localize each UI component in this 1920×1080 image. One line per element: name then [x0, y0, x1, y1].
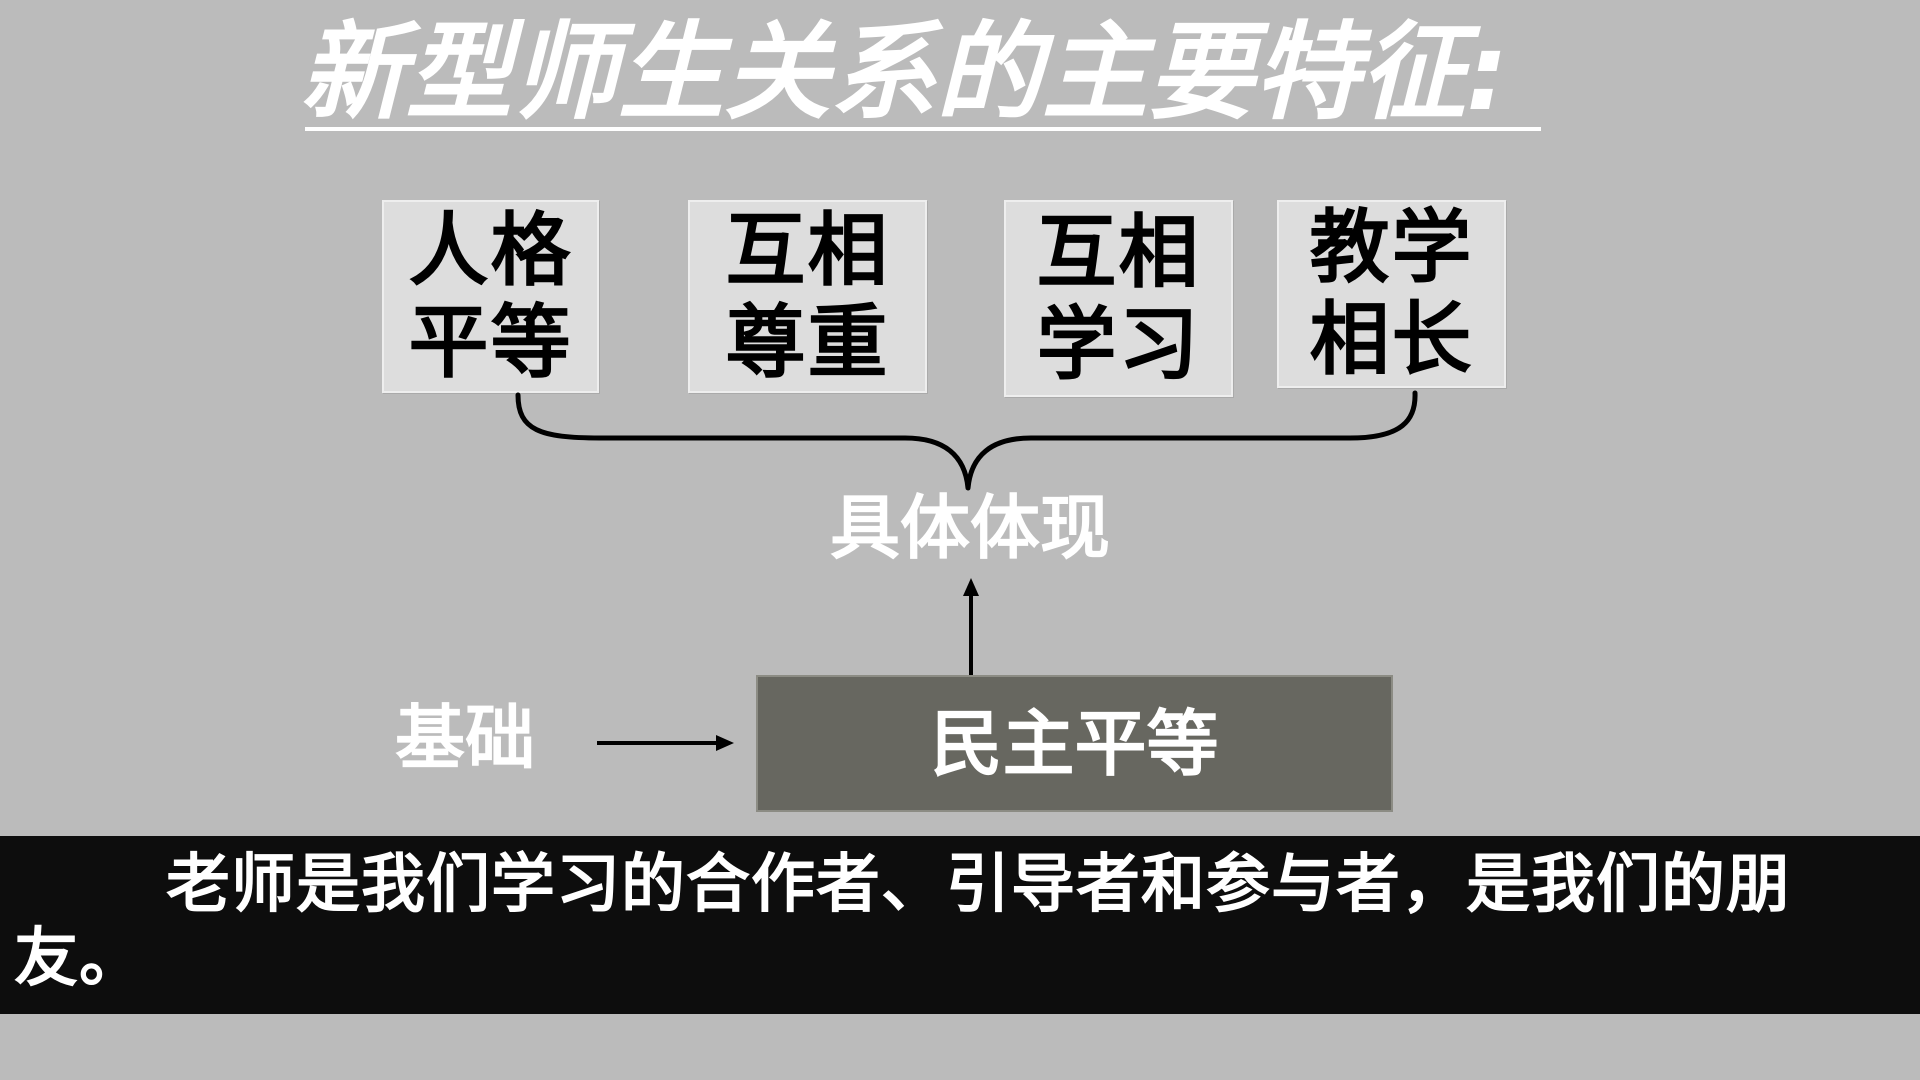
feature-box-line: 互相: [1036, 205, 1201, 299]
feature-box-line: 相长: [1309, 293, 1474, 386]
foundation-text: 民主平等: [930, 701, 1219, 786]
feature-box-line: 学习: [1036, 297, 1201, 391]
feature-box-line: 互相: [725, 203, 890, 297]
summary-text: 老师是我们学习的合作者、引导者和参与者，是我们的朋友。: [14, 848, 1791, 996]
basis-label: 基础: [395, 697, 535, 779]
feature-box-line: 平等: [408, 295, 573, 389]
slide-title: 新型师生关系的主要特征:: [300, 11, 1509, 134]
summary-band: 老师是我们学习的合作者、引导者和参与者，是我们的朋友。: [0, 836, 1920, 1014]
feature-box-line: 教学: [1309, 201, 1474, 294]
right-arrow-head: [716, 735, 734, 751]
foundation-box: 民主平等: [756, 675, 1393, 812]
feature-box-line: 人格: [408, 203, 573, 297]
grouping-brace: [515, 390, 1418, 491]
feature-box-teaching-growth: 教学 相长: [1277, 200, 1506, 388]
feature-box-mutual-learning: 互相 学习: [1004, 200, 1233, 397]
feature-box-mutual-respect: 互相 尊重: [688, 200, 927, 393]
feature-box-personality-equality: 人格 平等: [382, 200, 599, 393]
up-arrow-head: [963, 578, 979, 596]
title-underline: [305, 127, 1541, 131]
feature-box-line: 尊重: [725, 295, 890, 389]
manifestation-label: 具体体现: [830, 487, 1110, 569]
